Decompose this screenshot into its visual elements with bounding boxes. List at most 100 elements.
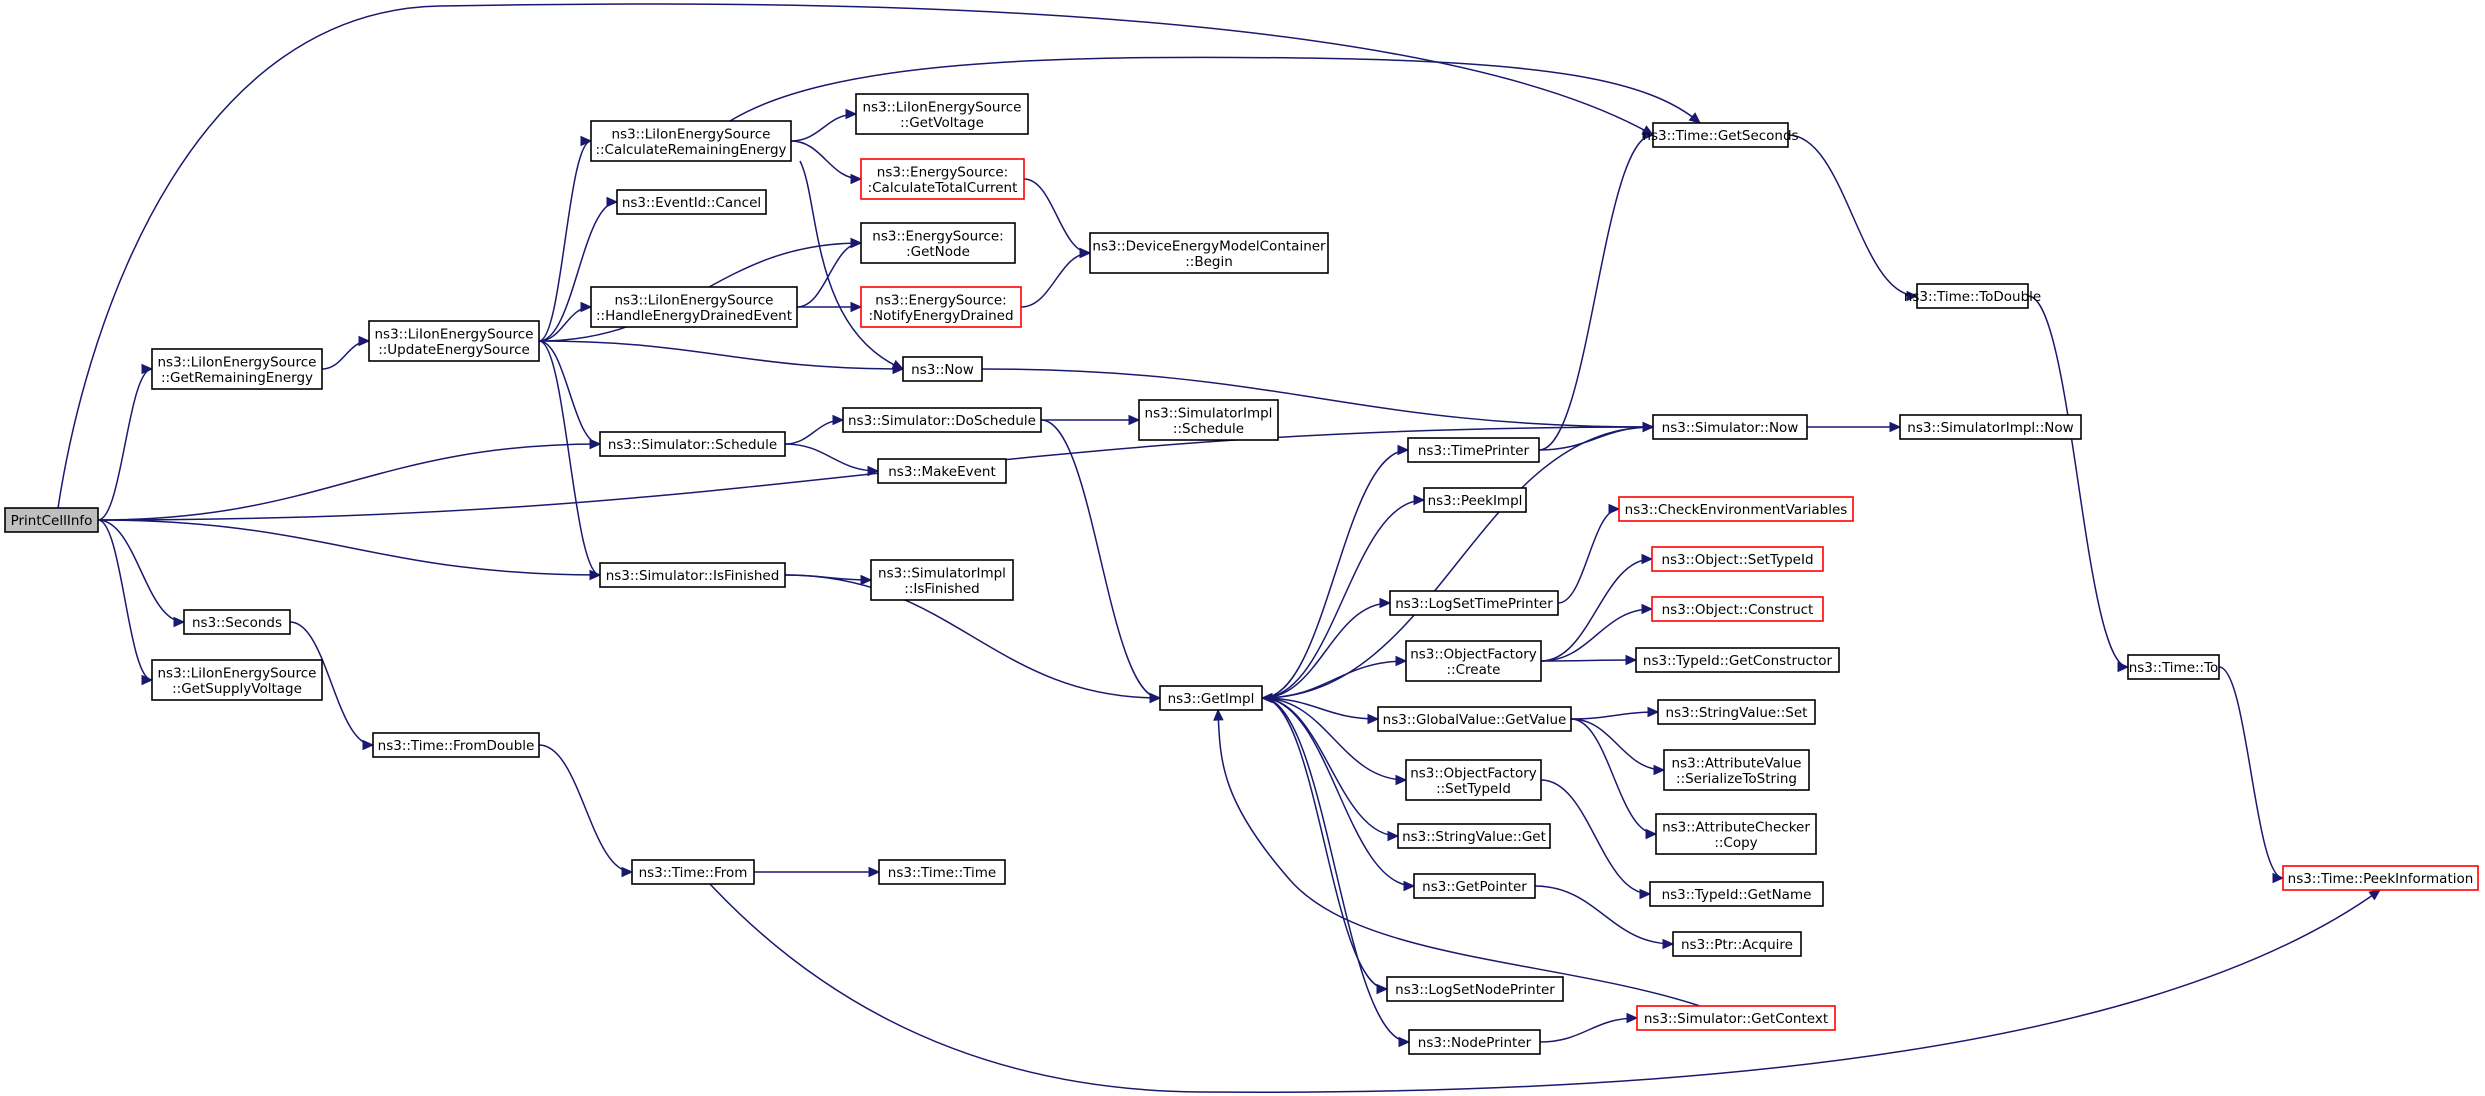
- edge-getimpl-to-logsettimeprinter: [1261, 602, 1391, 699]
- node-nodeprinter[interactable]: ns3::NodePrinter: [1408, 1029, 1541, 1055]
- node-label-devicecontainerbegin: ns3::DeviceEnergyModelContainer: [1092, 238, 1326, 254]
- node-objsettypeid[interactable]: ns3::Object::SetTypeId: [1651, 546, 1824, 572]
- node-timefromdouble[interactable]: ns3::Time::FromDouble: [372, 732, 540, 758]
- node-implschedule[interactable]: ns3::SimulatorImpl::Schedule: [1138, 399, 1279, 441]
- node-timeto[interactable]: ns3::Time::To: [2127, 654, 2220, 680]
- edge-getremainingenergy-to-updateenergysource: [321, 340, 370, 370]
- node-getvoltage[interactable]: ns3::LiIonEnergySource::GetVoltage: [855, 93, 1029, 135]
- arrowhead-simgetcontext-to-getimpl: [1213, 708, 1224, 721]
- node-label-ptracquire: ns3::Ptr::Acquire: [1681, 937, 1793, 953]
- node-label-calcremaining: ::CalculateRemainingEnergy: [595, 142, 786, 158]
- node-notifydrained[interactable]: ns3::EnergySource::NotifyEnergyDrained: [860, 286, 1022, 328]
- node-simgetcontext[interactable]: ns3::Simulator::GetContext: [1636, 1005, 1836, 1031]
- node-typeidgetname[interactable]: ns3::TypeId::GetName: [1649, 881, 1824, 907]
- node-box-makeevent: [877, 458, 1007, 484]
- edge-updateenergysource-to-simschedule: [538, 340, 601, 445]
- node-simschedule[interactable]: ns3::Simulator::Schedule: [599, 431, 786, 457]
- edge-getimpl-to-nodeprinter: [1261, 697, 1410, 1043]
- edge-globalgetvalue-to-attrserialize: [1570, 718, 1665, 771]
- arrowhead-timetodouble-to-timeto: [2117, 661, 2130, 673]
- node-timetodouble[interactable]: ns3::Time::ToDouble: [1904, 283, 2041, 309]
- node-updateenergysource[interactable]: ns3::LiIonEnergySource::UpdateEnergySour…: [368, 320, 540, 362]
- node-typeidgetctor[interactable]: ns3::TypeId::GetConstructor: [1635, 647, 1840, 673]
- node-label-attrserialize: ns3::AttributeValue: [1672, 755, 1802, 771]
- node-getpointer[interactable]: ns3::GetPointer: [1413, 873, 1536, 899]
- node-peekinformation[interactable]: ns3::Time::PeekInformation: [2282, 865, 2479, 891]
- node-label-implschedule: ns3::SimulatorImpl: [1145, 405, 1273, 421]
- node-getnode[interactable]: ns3::EnergySource::GetNode: [860, 222, 1016, 264]
- arrowhead-getimpl-to-factorycreate: [1395, 655, 1408, 667]
- node-implnow[interactable]: ns3::SimulatorImpl::Now: [1899, 414, 2082, 440]
- node-now[interactable]: ns3::Now: [902, 356, 983, 382]
- node-stringvalueget[interactable]: ns3::StringValue::Get: [1397, 823, 1551, 849]
- node-box-objsettypeid: [1651, 546, 1824, 572]
- edge-seconds-to-timefromdouble: [289, 621, 374, 746]
- node-label-factorysettypeid: ns3::ObjectFactory: [1410, 765, 1537, 781]
- node-peekimpl[interactable]: ns3::PeekImpl: [1423, 487, 1527, 513]
- node-calcremaining[interactable]: ns3::LiIonEnergySource::CalculateRemaini…: [590, 120, 792, 162]
- node-box-timefromdouble: [372, 732, 540, 758]
- node-attrserialize[interactable]: ns3::AttributeValue::SerializeToString: [1663, 749, 1810, 791]
- edge-updateenergysource-to-calcremaining: [538, 140, 592, 342]
- edge-getimpl-to-factorysettypeid: [1261, 697, 1407, 781]
- arrowhead-timegetseconds-to-timetodouble: [1906, 290, 1919, 302]
- node-label-attrcheckercopy: ns3::AttributeChecker: [1662, 819, 1810, 835]
- node-label-simschedule: ns3::Simulator::Schedule: [608, 437, 777, 453]
- node-label-updateenergysource: ns3::LiIonEnergySource: [375, 326, 534, 342]
- node-logsetnodeprinter[interactable]: ns3::LogSetNodePrinter: [1386, 976, 1564, 1002]
- node-box-checkenv: [1618, 496, 1854, 522]
- node-ptracquire[interactable]: ns3::Ptr::Acquire: [1672, 931, 1802, 957]
- node-box-getvoltage: [855, 93, 1029, 135]
- node-seconds[interactable]: ns3::Seconds: [183, 609, 291, 635]
- node-timegetseconds[interactable]: ns3::Time::GetSeconds: [1642, 122, 1799, 148]
- node-printcellinfo[interactable]: PrintCellInfo: [4, 507, 99, 533]
- node-simisfinished[interactable]: ns3::Simulator::IsFinished: [599, 562, 786, 588]
- node-makeevent[interactable]: ns3::MakeEvent: [877, 458, 1007, 484]
- edge-timefromdouble-to-timefrom: [538, 744, 633, 873]
- node-attrcheckercopy[interactable]: ns3::AttributeChecker::Copy: [1655, 813, 1817, 855]
- node-label-peekimpl: ns3::PeekImpl: [1428, 493, 1523, 509]
- node-devicecontainerbegin[interactable]: ns3::DeviceEnergyModelContainer::Begin: [1089, 232, 1329, 274]
- node-globalgetvalue[interactable]: ns3::GlobalValue::GetValue: [1377, 706, 1572, 732]
- edge-calcremaining-to-now: [799, 160, 904, 370]
- node-calctotalcurrent[interactable]: ns3::EnergySource::CalculateTotalCurrent: [860, 158, 1025, 200]
- node-box-logsettimeprinter: [1389, 590, 1559, 616]
- node-timeprinter[interactable]: ns3::TimePrinter: [1407, 437, 1540, 463]
- node-label-handledrained: ns3::LiIonEnergySource: [615, 292, 774, 308]
- node-factorysettypeid[interactable]: ns3::ObjectFactory::SetTypeId: [1405, 759, 1542, 801]
- node-getremainingenergy[interactable]: ns3::LiIonEnergySource::GetRemainingEner…: [151, 348, 323, 390]
- node-timefrom[interactable]: ns3::Time::From: [631, 859, 755, 885]
- node-eventidcancel[interactable]: ns3::EventId::Cancel: [616, 189, 767, 215]
- node-box-getremainingenergy: [151, 348, 323, 390]
- node-simnow[interactable]: ns3::Simulator::Now: [1652, 414, 1808, 440]
- node-label-notifydrained: ns3::EnergySource:: [875, 292, 1006, 308]
- node-label-typeidgetctor: ns3::TypeId::GetConstructor: [1643, 653, 1833, 669]
- node-box-typeidgetctor: [1635, 647, 1840, 673]
- node-checkenv[interactable]: ns3::CheckEnvironmentVariables: [1618, 496, 1854, 522]
- node-box-implnow: [1899, 414, 2082, 440]
- node-label-factorycreate: ns3::ObjectFactory: [1410, 646, 1537, 662]
- node-implisfinished[interactable]: ns3::SimulatorImpl::IsFinished: [870, 559, 1014, 601]
- node-label-calcremaining: ns3::LiIonEnergySource: [612, 126, 771, 142]
- arrowhead-calcremaining-to-getvoltage: [845, 108, 858, 120]
- arrowhead-timefrom-to-timetime: [868, 866, 881, 878]
- node-simdoschedule[interactable]: ns3::Simulator::DoSchedule: [842, 407, 1042, 433]
- node-label-logsettimeprinter: ns3::LogSetTimePrinter: [1395, 596, 1553, 612]
- node-logsettimeprinter[interactable]: ns3::LogSetTimePrinter: [1389, 590, 1559, 616]
- node-getimpl[interactable]: ns3::GetImpl: [1159, 685, 1263, 711]
- node-getsupplyvoltage[interactable]: ns3::LiIonEnergySource::GetSupplyVoltage: [151, 659, 323, 701]
- node-handledrained[interactable]: ns3::LiIonEnergySource::HandleEnergyDrai…: [590, 286, 798, 328]
- node-box-peekimpl: [1423, 487, 1527, 513]
- edge-timetodouble-to-timeto: [2027, 295, 2129, 668]
- node-label-getsupplyvoltage: ns3::LiIonEnergySource: [158, 665, 317, 681]
- node-objconstruct[interactable]: ns3::Object::Construct: [1651, 596, 1824, 622]
- node-stringvalueset[interactable]: ns3::StringValue::Set: [1657, 699, 1816, 725]
- node-factorycreate[interactable]: ns3::ObjectFactory::Create: [1405, 640, 1542, 682]
- arrowhead-globalgetvalue-to-attrserialize: [1653, 764, 1666, 776]
- node-label-logsetnodeprinter: ns3::LogSetNodePrinter: [1395, 982, 1555, 998]
- arrowhead-logsettimeprinter-to-checkenv: [1608, 503, 1621, 515]
- edge-factorycreate-to-objsettypeid: [1540, 558, 1653, 662]
- edge-getimpl-to-factorycreate: [1261, 660, 1407, 699]
- node-label-getvoltage: ::GetVoltage: [900, 115, 984, 131]
- node-timetime[interactable]: ns3::Time::Time: [878, 859, 1006, 885]
